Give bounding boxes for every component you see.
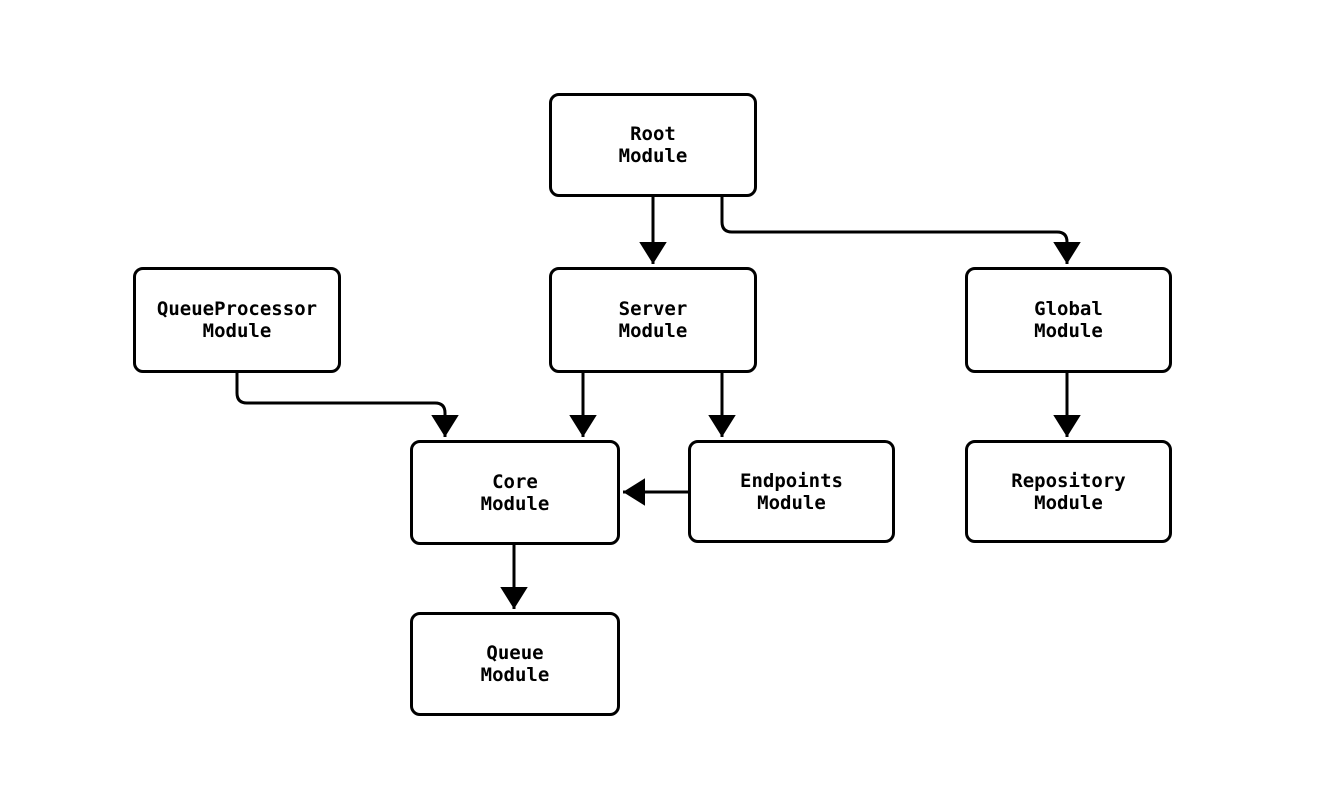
node-label-line: Module — [480, 664, 550, 686]
node-label-line: Module — [1034, 491, 1103, 514]
edge-root-to-global — [720, 197, 1081, 264]
node-queueprocessor-module: QueueProcessor Module — [133, 267, 341, 373]
node-label-line: Module — [618, 145, 688, 167]
node-root-module: Root Module — [549, 93, 757, 197]
node-server-module: Server Module — [549, 267, 757, 373]
node-label-line: Module — [757, 491, 826, 514]
node-label-line: Queue — [486, 642, 544, 664]
node-label-line: Root — [630, 123, 676, 145]
node-queue-module: Queue Module — [410, 612, 620, 716]
node-core-module: Core Module — [410, 440, 620, 545]
node-repository-module: Repository Module — [965, 440, 1172, 543]
node-label-line: Module — [480, 492, 550, 515]
node-label-line: Module — [618, 320, 688, 342]
node-label-line: Core — [492, 470, 538, 493]
node-label-line: Global — [1034, 298, 1103, 320]
node-label-line: Repository — [1011, 469, 1126, 492]
node-endpoints-module: Endpoints Module — [688, 440, 895, 543]
edge-queueprocessor-to-core — [235, 373, 459, 437]
node-label-line: QueueProcessor — [156, 298, 318, 320]
node-label-line: Server — [618, 298, 688, 320]
node-label-line: Endpoints — [740, 469, 843, 492]
node-label-line: Module — [202, 320, 272, 342]
node-global-module: Global Module — [965, 267, 1172, 373]
node-label-line: Module — [1034, 320, 1103, 342]
